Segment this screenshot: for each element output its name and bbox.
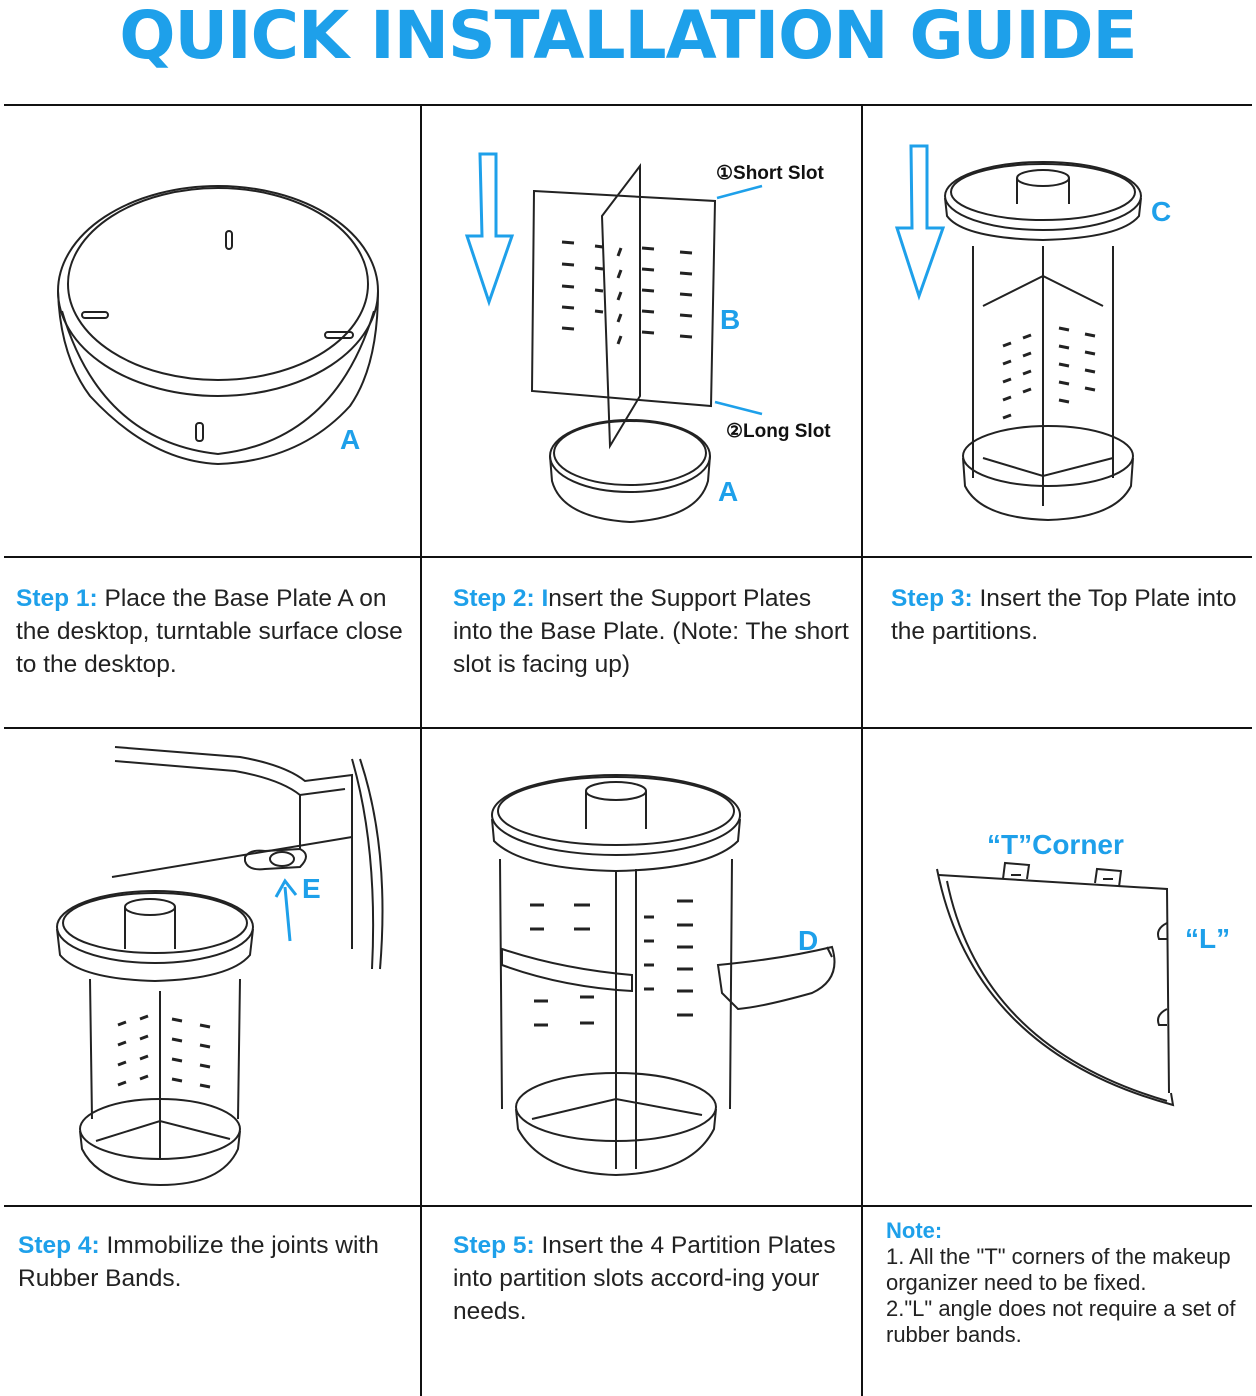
diagram-t-corner: “T”Corner “L” — [863, 729, 1252, 1205]
grid-line-top — [4, 104, 1252, 106]
note-line-1: 1. All the "T" corners of the makeup org… — [886, 1244, 1231, 1295]
note: Note: 1. All the "T" corners of the make… — [886, 1218, 1248, 1348]
note-heading: Note: — [886, 1218, 943, 1243]
label-b: B — [720, 304, 741, 335]
page-title: QUICK INSTALLATION GUIDE — [119, 0, 1137, 74]
step-1: Step 1: Place the Base Plate A on the de… — [16, 582, 416, 681]
step-4-heading: Step 4: — [18, 1232, 100, 1259]
label-e: E — [302, 873, 321, 904]
step-5-heading: Step 5: — [453, 1232, 535, 1259]
grid-line-row1-divider — [4, 556, 1252, 558]
diagram-support-plates: ①Short Slot ②Long Slot B A — [422, 106, 861, 556]
step-1-text: Place the Base Plate A on the desktop, t… — [16, 585, 403, 678]
step-4-text: Immobilize the joints with Rubber Bands. — [18, 1232, 379, 1292]
label-d: D — [798, 925, 819, 956]
grid-line-col1 — [420, 104, 422, 1396]
step-5-text: Insert the 4 Partition Plates into parti… — [453, 1232, 836, 1325]
note-line-2: 2."L" angle does not require a set of ru… — [886, 1296, 1236, 1347]
step-1-heading: Step 1: — [16, 585, 98, 612]
diagram-top-plate: C — [863, 106, 1252, 556]
label-a: A — [340, 424, 361, 455]
step-3: Step 3: Insert the Top Plate into the pa… — [891, 582, 1241, 648]
step-4: Step 4: Immobilize the joints with Rubbe… — [18, 1229, 398, 1295]
step-3-heading: Step 3: — [891, 585, 973, 612]
grid-line-middle — [4, 727, 1252, 729]
diagram-partition-plates: D — [422, 729, 861, 1205]
step-2: Step 2: Insert the Support Plates into t… — [453, 582, 853, 681]
step-3-text: Insert the Top Plate into the partitions… — [891, 585, 1237, 645]
grid-line-row2-divider — [4, 1205, 1252, 1207]
step-2-text: nsert the Support Plates into the Base P… — [453, 585, 849, 678]
step-2-heading: Step 2: I — [453, 585, 549, 612]
t-corner-label: “T”Corner — [987, 829, 1124, 860]
diagram-rubber-bands: E — [0, 729, 420, 1205]
grid-line-col2 — [861, 104, 863, 1396]
step-5: Step 5: Insert the 4 Partition Plates in… — [453, 1229, 843, 1328]
label-c: C — [1151, 196, 1172, 227]
long-slot-label: ②Long Slot — [726, 421, 831, 442]
short-slot-label: ①Short Slot — [716, 163, 824, 184]
diagram-base-plate: A — [0, 106, 420, 556]
label-a: A — [718, 476, 739, 507]
l-label: “L” — [1185, 923, 1231, 954]
